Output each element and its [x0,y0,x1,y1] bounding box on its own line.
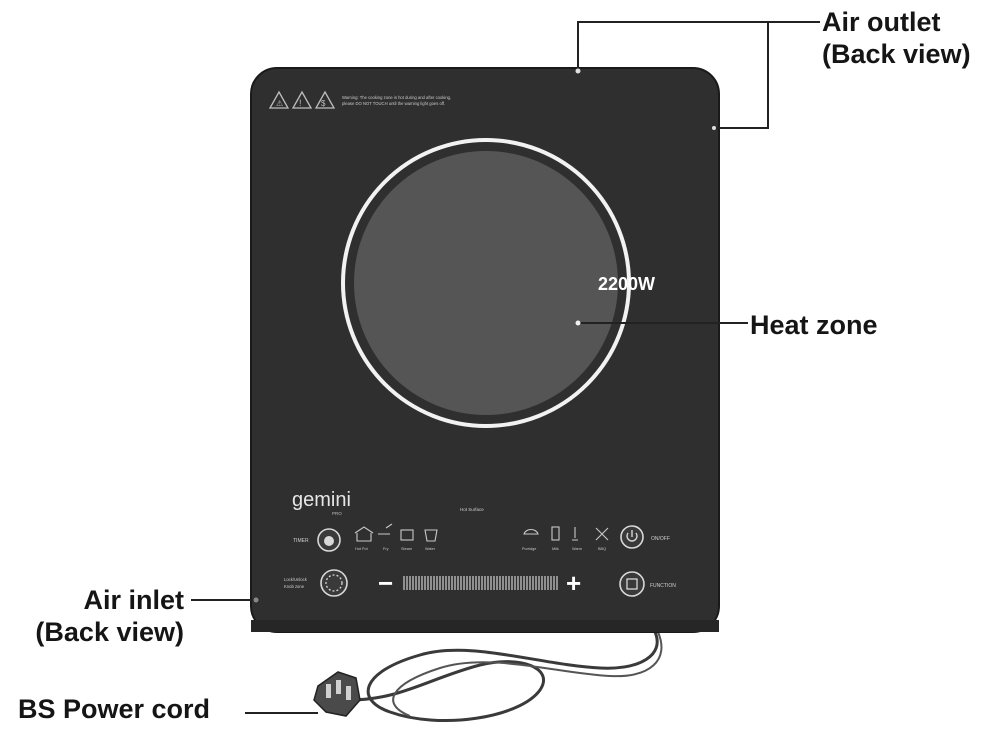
timer-button[interactable] [317,528,341,552]
power-button[interactable] [620,525,644,549]
warning-text-2: please DO NOT TOUCH until the warning li… [342,101,445,106]
air-outlet-label-line1: Air outlet [822,7,941,37]
steam-icon [400,529,414,541]
svg-text:$: $ [321,99,326,108]
air-outlet-label-line2: (Back view) [822,39,971,69]
air-outlet-leader [577,21,820,70]
water-icon [424,529,438,542]
function-button[interactable] [619,571,645,597]
bbq-icon [595,527,609,541]
heat-zone-label: Heat zone [750,310,878,340]
warning-icons: ⚠ ! $ [268,90,336,109]
leader-lines [191,21,820,714]
air-outlet-leader-back [714,22,769,129]
power-icon [626,530,638,542]
brand-sub: PRO [332,511,342,516]
mode-label-warm: Warm [572,547,582,551]
mode-label-porridge: Porridge [522,547,536,551]
plug-icon [313,671,361,717]
warning-text-1: Warning: The cooking zone is hot during … [342,95,451,100]
svg-text:!: ! [299,98,302,108]
milk-icon [551,526,560,541]
heat-zone [354,151,618,415]
lock-label-2: Knob zone [284,584,305,589]
mode-label-hot-pot: Hot Pot [355,547,369,551]
mode-label-milk: Milk [552,547,559,551]
air-outlet-label: Air outlet (Back view) [822,6,971,70]
plus-button[interactable]: + [566,568,581,598]
timer-label: TIMER [293,538,309,544]
porridge-icon [523,528,539,535]
heat-zone-ring [341,138,631,428]
hot-surface-label: Hot Surface [460,507,484,512]
mode-icons-right [523,526,609,541]
lock-knob-button[interactable] [320,569,348,597]
mode-label-water: Water [425,547,436,551]
air-inlet-label-line2: (Back view) [35,617,184,647]
svg-text:⚠: ⚠ [276,99,283,108]
air-inlet-label-line1: Air inlet [83,585,184,615]
function-label: FUNCTION [650,583,676,589]
mode-label-steam: Steam [401,547,412,551]
fry-icon [378,523,393,535]
hot-pot-icon [354,526,374,542]
minus-button[interactable]: − [378,568,393,598]
alarm-clock-icon [324,536,334,546]
warm-icon [572,527,578,541]
power-slider[interactable] [403,576,558,590]
power-rating: 2200W [598,274,655,294]
brand-logo: gemini [292,489,351,511]
mode-icons-left [354,523,438,542]
mode-label-fry: Fry [383,547,389,551]
power-cord [349,631,663,723]
power-cord-label: BS Power cord [18,694,211,724]
mode-label-bbq: BBQ [598,547,606,551]
function-icon [626,578,638,590]
on-off-label: ON/OFF [651,536,670,542]
lock-label-1: Lock/Unlock [284,577,308,582]
air-inlet-label: Air inlet (Back view) [2,584,184,648]
